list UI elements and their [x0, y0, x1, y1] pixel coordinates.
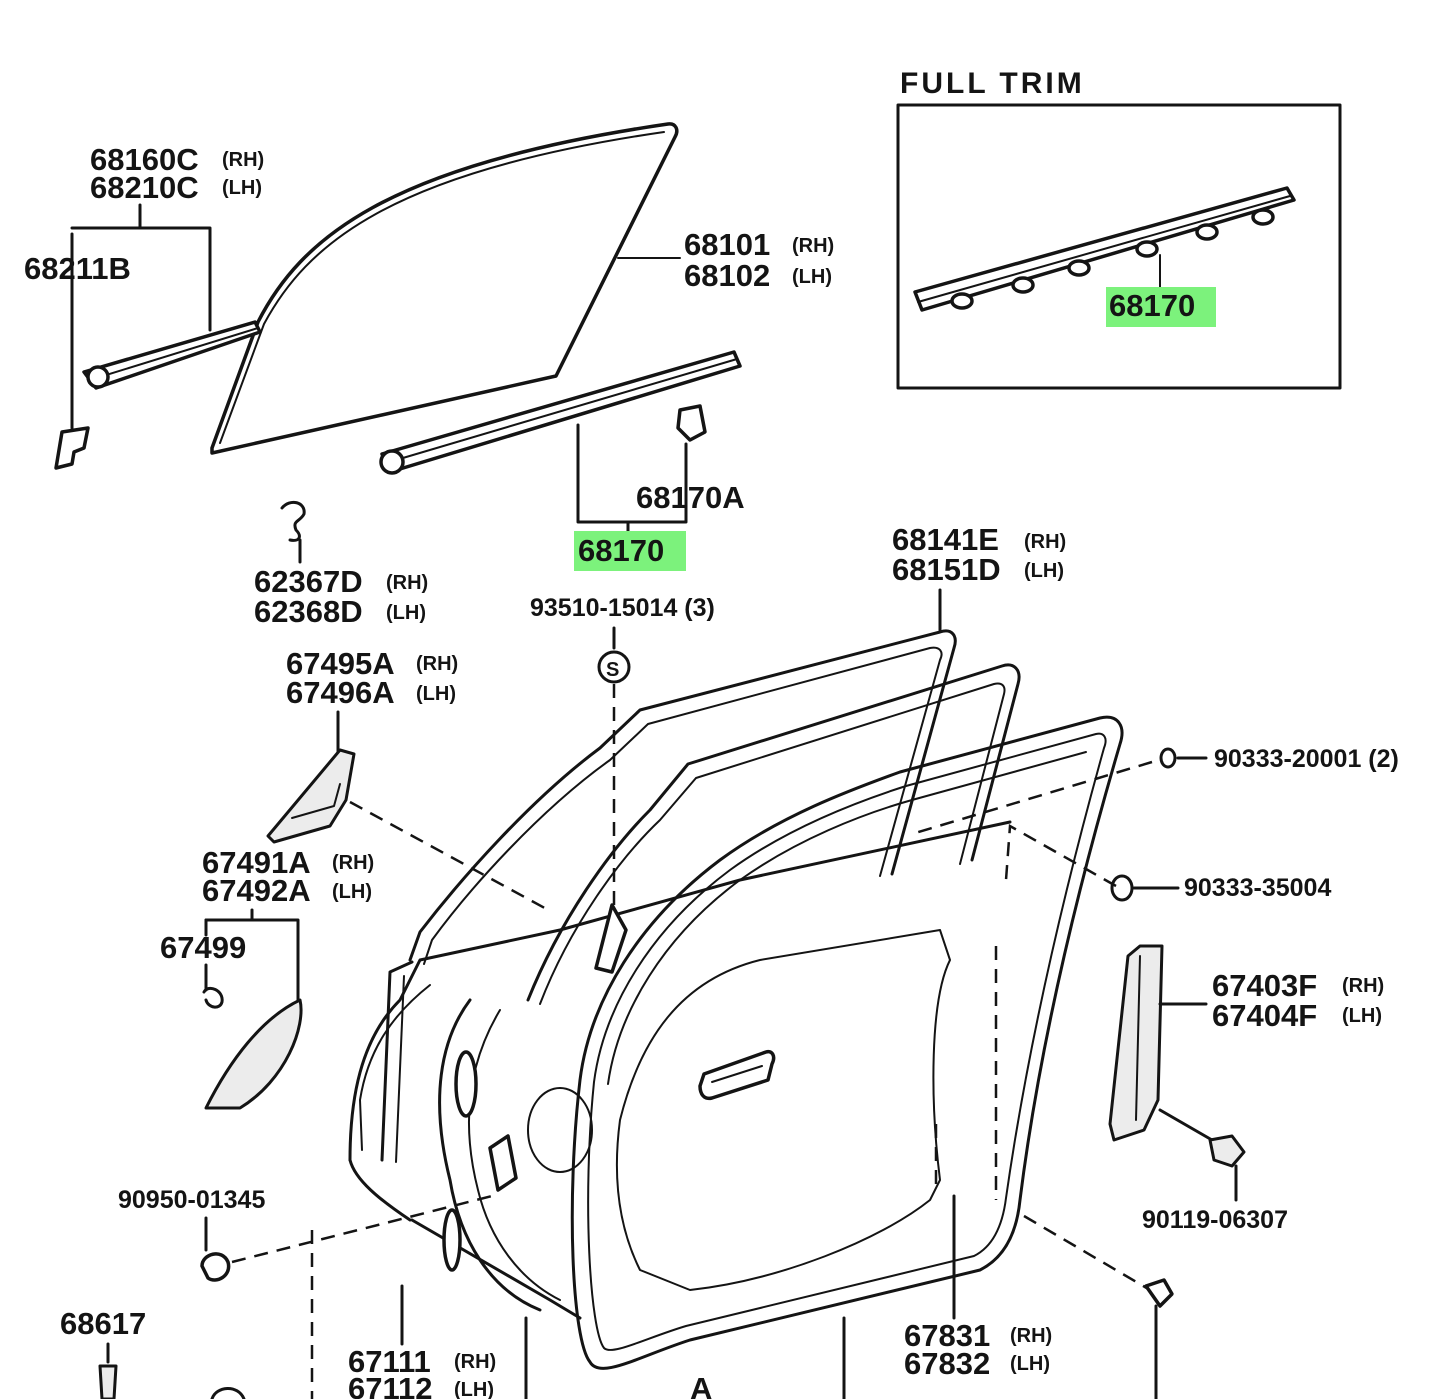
label-67491a-side: (RH): [332, 852, 374, 874]
label-68102-side: (LH): [792, 266, 832, 288]
label-90950-01345: 90950-01345: [118, 1186, 265, 1214]
label-68141e-side: (RH): [1024, 531, 1066, 553]
highlight-68170-box: [1106, 287, 1216, 327]
door-glass: [210, 122, 681, 455]
part-68617: [98, 1364, 118, 1399]
label-90333-20001: 90333-20001 (2): [1214, 745, 1399, 773]
label-93510: 93510-15014 (3): [530, 594, 715, 622]
label-68101: 68101: [684, 227, 770, 262]
label-68210c: 68210C: [90, 170, 199, 205]
label-68170a: 68170A: [636, 480, 745, 515]
label-68101-side: (RH): [792, 235, 834, 257]
label-68211b: 68211B: [24, 251, 131, 286]
label-62367d-side: (RH): [386, 572, 428, 594]
label-90333-35004: 90333-35004: [1184, 874, 1331, 902]
label-67496a-side: (LH): [416, 683, 456, 705]
door-weatherstrip-inner: [526, 663, 1021, 1005]
highlight-68170: [574, 531, 686, 571]
label-62368d-side: (LH): [386, 602, 426, 624]
label-67404f-side: (LH): [1342, 1005, 1382, 1027]
label-68141e: 68141E: [892, 522, 999, 557]
full-trim-inset: FULL TRIM 68170: [896, 67, 1342, 390]
screw-symbol: [597, 650, 631, 684]
clip-62367d: [280, 500, 306, 542]
belt-weatherstrip-68170: [379, 350, 742, 475]
label-67831-side: (RH): [1010, 1325, 1052, 1347]
clip-bottom-right: [1144, 1278, 1174, 1308]
clip-67499: [202, 986, 224, 1009]
label-67831: 67831: [904, 1318, 990, 1353]
belt-weatherstrip-full-trim: [913, 186, 1296, 312]
clip-90333-35004: [1110, 874, 1134, 902]
label-68170-box: 68170: [1109, 288, 1195, 323]
label-62368d: 62368D: [254, 594, 363, 629]
corner-trim-67491a: [204, 998, 303, 1110]
label-67495a-side: (RH): [416, 653, 458, 675]
label-67495a: 67495A: [286, 646, 395, 681]
label-68160c: 68160C: [90, 142, 199, 177]
label-68617: 68617: [60, 1306, 146, 1341]
plug-90950-01345: [200, 1252, 231, 1282]
clip-68211b: [54, 426, 90, 470]
door-weatherstrip-outer: [408, 629, 957, 965]
mirror-bracket-67495a: [266, 748, 356, 844]
label-67492a: 67492A: [202, 873, 311, 908]
door-trim-panel: [615, 929, 951, 1291]
full-trim-frame: [896, 103, 1342, 390]
label-67403f: 67403F: [1212, 968, 1317, 1003]
ref-a: A: [690, 1371, 712, 1399]
label-67112: 67112: [348, 1371, 433, 1399]
clip-90333-20001: [1159, 747, 1177, 769]
label-62367d: 62367D: [254, 564, 363, 599]
label-67491a: 67491A: [202, 845, 311, 880]
label-68210c-side: (LH): [222, 177, 262, 199]
pillar-garnish-67403f: [1108, 944, 1164, 1142]
label-68151d-side: (LH): [1024, 560, 1064, 582]
label-67403f-side: (RH): [1342, 975, 1384, 997]
label-67832-side: (LH): [1010, 1353, 1050, 1375]
label-68170: 68170: [578, 533, 664, 568]
label-67111-side: (RH): [454, 1351, 496, 1373]
door-opening-weatherstrip: [570, 715, 1124, 1370]
label-68102: 68102: [684, 258, 770, 293]
full-trim-title: FULL TRIM: [900, 67, 1085, 100]
label-67499: 67499: [160, 930, 246, 965]
label-67404f: 67404F: [1212, 998, 1317, 1033]
label-67112-side: (LH): [454, 1379, 494, 1399]
label-67492a-side: (LH): [332, 881, 372, 903]
label-67832: 67832: [904, 1346, 990, 1381]
outer-weatherstrip-68211b: [54, 320, 262, 470]
screw-symbol-letter: S: [606, 659, 619, 681]
door-panel-body: [348, 820, 1012, 1320]
label-68160c-side: (RH): [222, 149, 264, 171]
label-67496a: 67496A: [286, 675, 395, 710]
label-90119-06307: 90119-06307: [1142, 1206, 1288, 1234]
label-67111: 67111: [348, 1344, 431, 1379]
screw-90119-06307: [1208, 1134, 1246, 1168]
clip-68170a: [676, 404, 707, 442]
label-68151d: 68151D: [892, 552, 1001, 587]
